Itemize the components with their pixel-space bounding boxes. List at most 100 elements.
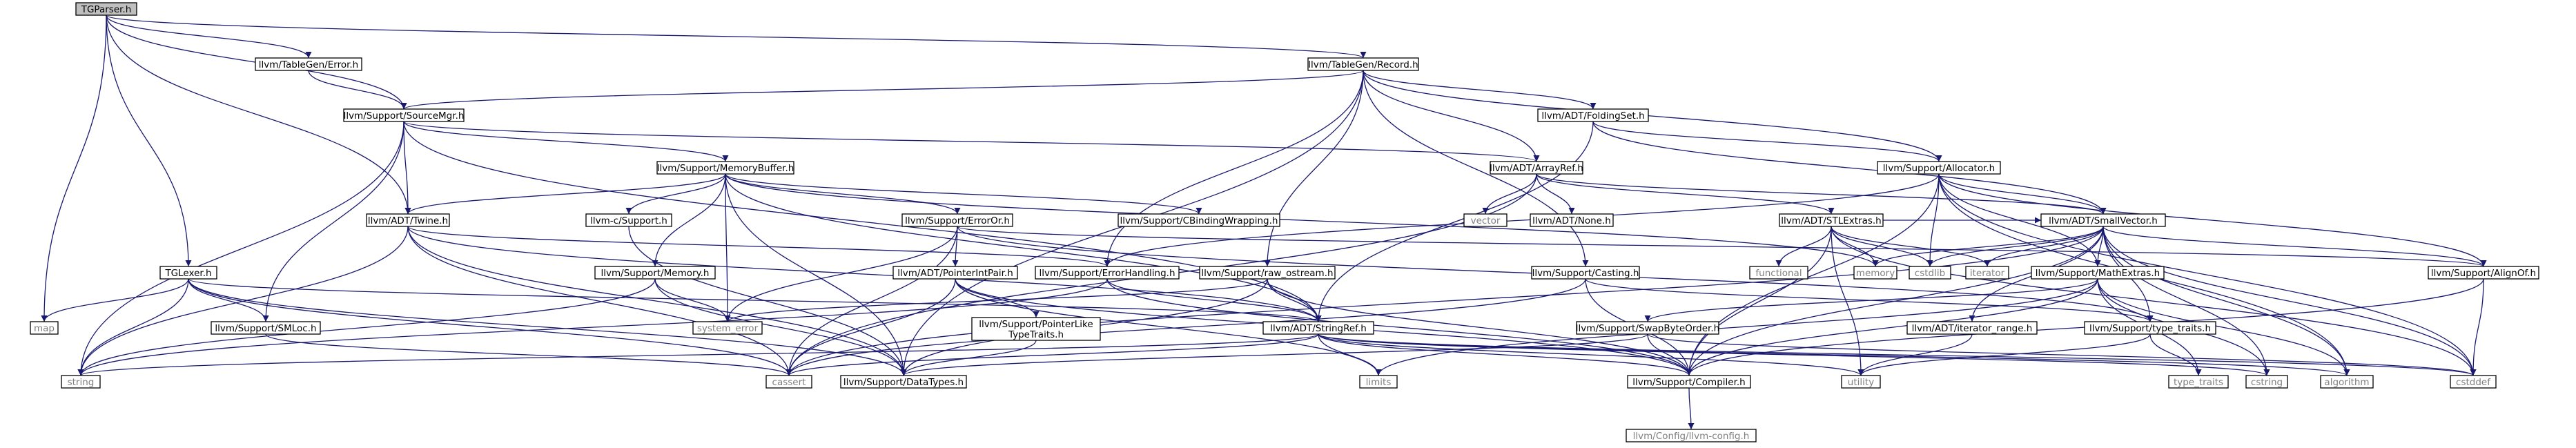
node-foldingset[interactable]: llvm/ADT/FoldingSet.h bbox=[1537, 108, 1649, 122]
node-cbinding[interactable]: llvm/Support/CBindingWrapping.h bbox=[1118, 213, 1280, 227]
node-typetraits[interactable]: llvm/Support/type_traits.h bbox=[2084, 321, 2216, 335]
node-box bbox=[971, 317, 1101, 341]
dependency-edge bbox=[1104, 70, 1364, 267]
node-box bbox=[1537, 108, 1649, 122]
edge-tgparser-to-tgerror bbox=[106, 14, 312, 59]
dependency-edge bbox=[2470, 278, 2484, 376]
node-box bbox=[1749, 266, 1808, 280]
edge-record-to-errorhandling bbox=[1104, 70, 1364, 267]
node-box bbox=[1627, 375, 1751, 389]
node-box bbox=[255, 57, 362, 71]
edge-record-to-casting bbox=[1363, 70, 1589, 267]
node-box bbox=[1841, 375, 1881, 389]
node-label: llvm/Support/type_traits.h bbox=[2089, 323, 2211, 334]
node-mathextras[interactable]: llvm/Support/MathExtras.h bbox=[2031, 266, 2165, 280]
dependency-edge bbox=[1536, 173, 2107, 215]
node-box bbox=[1906, 321, 2038, 335]
dependency-edge bbox=[1644, 278, 2098, 322]
node-twine[interactable]: llvm/ADT/Twine.h bbox=[366, 213, 450, 227]
edge-memory-to-datatypes bbox=[654, 278, 907, 376]
node-box bbox=[1909, 266, 1951, 280]
dependency-edge bbox=[1857, 333, 2151, 376]
node-label: llvm/ADT/Twine.h bbox=[368, 215, 448, 226]
edge-smallvector-to-cassert bbox=[786, 226, 2104, 376]
node-map: map bbox=[30, 321, 59, 335]
node-errorhandling[interactable]: llvm/Support/ErrorHandling.h bbox=[1035, 266, 1180, 280]
dependency-edge bbox=[400, 70, 1364, 110]
dependency-edge bbox=[2102, 226, 2270, 376]
node-label: llvm-c/Support.h bbox=[590, 215, 667, 226]
edge-alignof-to-cstddef bbox=[2470, 278, 2484, 376]
node-label: map bbox=[34, 323, 55, 334]
dependency-edge bbox=[1938, 173, 2107, 215]
node-allocator[interactable]: llvm/Support/Allocator.h bbox=[1877, 161, 2001, 175]
node-label: TGLexer.h bbox=[164, 268, 211, 279]
node-sourcemgr[interactable]: llvm/Support/SourceMgr.h bbox=[343, 108, 465, 122]
edge-arrayref-to-vector bbox=[1482, 173, 1537, 215]
dependency-edge bbox=[654, 278, 731, 322]
node-smallvector[interactable]: llvm/ADT/SmallVector.h bbox=[2040, 213, 2166, 227]
dependency-edge bbox=[625, 173, 726, 215]
edge-tglexer-to-string bbox=[77, 278, 189, 376]
dependency-edge bbox=[1318, 333, 2270, 376]
node-label: llvm/Support/Allocator.h bbox=[1883, 163, 1996, 174]
node-memorybuffer[interactable]: llvm/Support/MemoryBuffer.h bbox=[656, 161, 794, 175]
node-pointerintpair[interactable]: llvm/ADT/PointerIntPair.h bbox=[892, 266, 1018, 280]
edge-record-to-foldingset bbox=[1363, 70, 1597, 110]
dependency-edge bbox=[41, 14, 107, 322]
dependency-edge bbox=[1686, 173, 1940, 376]
edge-stringref-to-compiler bbox=[1318, 333, 1692, 376]
dependency-edge bbox=[1106, 278, 1322, 322]
node-memoryh: memory bbox=[1853, 266, 1897, 280]
node-box bbox=[1118, 213, 1280, 227]
dependency-edge bbox=[1647, 333, 2477, 376]
node-box bbox=[211, 321, 321, 335]
node-arrayref[interactable]: llvm/ADT/ArrayRef.h bbox=[1490, 161, 1583, 175]
dependency-edge bbox=[1536, 173, 1835, 215]
node-box bbox=[2428, 266, 2539, 280]
dependency-edge bbox=[1831, 226, 1933, 267]
dependency-edge bbox=[188, 278, 907, 376]
node-smloc[interactable]: llvm/Support/SMLoc.h bbox=[211, 321, 321, 335]
node-stlextras[interactable]: llvm/ADT/STLExtras.h bbox=[1779, 213, 1884, 227]
node-compiler[interactable]: llvm/Support/Compiler.h bbox=[1627, 375, 1751, 389]
node-rawostream[interactable]: llvm/Support/raw_ostream.h bbox=[1199, 266, 1336, 280]
node-casting[interactable]: llvm/Support/Casting.h bbox=[1531, 266, 1640, 280]
node-label: llvm/Support/DataTypes.h bbox=[843, 377, 964, 388]
node-stringref[interactable]: llvm/ADT/StringRef.h bbox=[1262, 321, 1374, 335]
edge-allocator-to-errorhandling bbox=[1104, 173, 1940, 267]
node-cstring: cstring bbox=[2245, 375, 2288, 389]
edge-stringref-to-algorithm bbox=[1318, 333, 2350, 376]
dependency-edge bbox=[2149, 333, 2202, 376]
node-csupport[interactable]: llvm-c/Support.h bbox=[585, 213, 672, 227]
edge-iteratorrange-to-utility bbox=[1857, 333, 1973, 376]
dependency-edge bbox=[724, 226, 958, 322]
node-tgerror[interactable]: llvm/TableGen/Error.h bbox=[255, 57, 362, 71]
node-label: string bbox=[68, 377, 95, 388]
node-label: llvm/Support/Casting.h bbox=[1532, 268, 1639, 279]
node-record[interactable]: llvm/TableGen/Record.h bbox=[1307, 57, 1419, 71]
edge-twine-to-errorhandling bbox=[407, 226, 1111, 267]
edge-memory-to-systemerror bbox=[654, 278, 731, 322]
node-tglexer[interactable]: TGLexer.h bbox=[159, 266, 217, 280]
node-erroror[interactable]: llvm/Support/ErrorOr.h bbox=[901, 213, 1013, 227]
node-memory[interactable]: llvm/Support/Memory.h bbox=[594, 266, 716, 280]
node-tgparser[interactable]: TGParser.h bbox=[75, 2, 137, 16]
node-cstddef: cstddef bbox=[2450, 375, 2497, 389]
node-iteratorrange[interactable]: llvm/ADT/iterator_range.h bbox=[1906, 321, 2038, 335]
node-box bbox=[159, 266, 217, 280]
node-label: cstddef bbox=[2456, 377, 2491, 388]
node-label: llvm/Support/MathExtras.h bbox=[2036, 268, 2160, 279]
dependency-edge bbox=[106, 14, 312, 59]
edge-errorhandling-to-stringref bbox=[1106, 278, 1322, 322]
node-none[interactable]: llvm/ADT/None.h bbox=[1530, 213, 1614, 227]
node-swapbyteorder[interactable]: llvm/Support/SwapByteOrder.h bbox=[1576, 321, 1719, 335]
node-datatypes[interactable]: llvm/Support/DataTypes.h bbox=[840, 375, 967, 389]
dependency-edge bbox=[1775, 226, 1832, 267]
node-alignof[interactable]: llvm/Support/AlignOf.h bbox=[2428, 266, 2539, 280]
node-label: llvm/Support/SMLoc.h bbox=[215, 323, 316, 334]
node-label: llvm/ADT/StringRef.h bbox=[1270, 323, 1367, 334]
node-box bbox=[75, 2, 137, 16]
edge-stringref-to-utility bbox=[1318, 333, 1864, 376]
